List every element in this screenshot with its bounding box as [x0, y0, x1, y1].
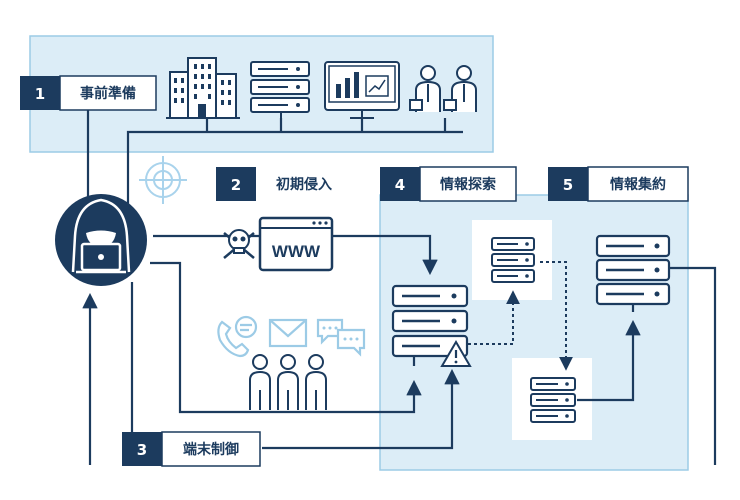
stage-number: 2 — [231, 176, 241, 194]
infected-server-icon — [391, 284, 469, 366]
lateral-server-top-icon — [491, 237, 535, 283]
stage-label-2: 2 初期侵入 — [216, 167, 352, 201]
stage-number: 4 — [395, 176, 405, 194]
web-browser-icon: WWW — [258, 216, 334, 272]
stage-label-4: 4 情報探索 — [380, 166, 517, 202]
stage-label: 事前準備 — [80, 85, 136, 102]
server-rack-icon — [250, 61, 310, 118]
stage-number: 5 — [563, 176, 573, 194]
target-crosshair-icon — [139, 156, 187, 204]
stage-label: 情報探索 — [440, 176, 496, 193]
collection-server-icon — [595, 234, 671, 312]
chat-bubbles-icon — [316, 318, 366, 357]
warning-triangle-icon — [440, 340, 472, 367]
skull-crossbones-icon — [223, 229, 255, 259]
employees-group-icon — [249, 354, 327, 410]
stage-number: 1 — [35, 85, 45, 103]
lateral-server-bottom-icon — [530, 377, 576, 423]
business-people-icon — [409, 65, 477, 112]
analytics-monitor-icon — [324, 61, 400, 119]
hacker-laptop-icon — [55, 194, 147, 286]
web-address-text: WWW — [272, 242, 321, 261]
phone-call-icon — [217, 315, 258, 358]
stage-label-5: 5 情報集約 — [548, 166, 689, 202]
stage-label-1: 1 事前準備 — [20, 75, 157, 111]
internal-move-lines — [468, 261, 573, 371]
stage-number: 3 — [137, 441, 147, 459]
connection-lines — [82, 110, 717, 465]
stage-label: 初期侵入 — [276, 176, 332, 193]
stage-label: 情報集約 — [610, 176, 666, 193]
email-envelope-icon — [268, 318, 308, 348]
stage-label: 端末制御 — [183, 441, 239, 458]
stage-label-3: 3 端末制御 — [122, 431, 261, 467]
office-building-icon — [166, 57, 240, 119]
